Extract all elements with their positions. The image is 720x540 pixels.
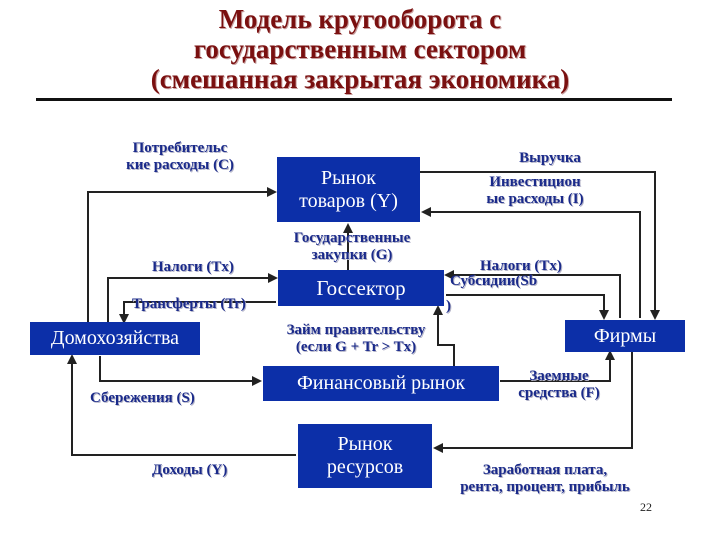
consumer-spending-label: Потребительс кие расходы (C)	[100, 140, 260, 174]
page-number: 22	[640, 500, 652, 514]
arrow-savings	[99, 356, 262, 386]
taxes-households-label: Налоги (Tx)	[152, 259, 234, 275]
arrow-taxes-households	[107, 273, 278, 325]
firms-label: Фирмы	[593, 324, 657, 347]
gov-purchases-line-2: закупки (G)	[311, 247, 393, 263]
gov-loan-label: Займ правительству (если G + Tr > Tx)	[258, 322, 454, 356]
gov-purchases-line-1: Государственные	[293, 230, 411, 246]
government-label: Госсектор	[316, 275, 406, 300]
savings-label: Сбережения (S)	[90, 390, 195, 406]
arrow-transfers	[119, 301, 276, 324]
arrow-taxes-firms	[444, 270, 621, 318]
taxes-firms-label: Налоги (Tx)	[480, 258, 562, 274]
page-title: Модель кругооборота с государственным се…	[0, 4, 720, 94]
resource-market-line-2: ресурсов	[326, 456, 404, 478]
title-line-3: (смешанная закрытая экономика)	[150, 64, 570, 94]
consumer-spending-line-2: кие расходы (C)	[126, 157, 234, 173]
gov-loan-line-2: (если G + Tr > Tx)	[295, 339, 417, 355]
households-label: Домохозяйства	[50, 327, 180, 349]
arrow-factor-payments	[433, 352, 633, 453]
incomes-label: Доходы (Y)	[152, 462, 228, 478]
subsidies-label: Субсидии(Sb	[450, 273, 538, 289]
borrowed-funds-label: Заемные средства (F)	[500, 368, 618, 402]
government-box: Госсектор	[278, 270, 444, 306]
arrow-revenue	[420, 171, 660, 320]
title-line-1: Модель кругооборота с	[218, 4, 502, 34]
title-divider	[36, 98, 672, 101]
goods-market-box: Рынок товаров (Y)	[277, 157, 420, 222]
financial-market-label: Финансовый рынок	[296, 372, 466, 394]
borrowed-funds-line-2: средства (F)	[518, 385, 600, 401]
financial-market-box: Финансовый рынок	[263, 366, 499, 401]
arrow-gov-loan	[433, 305, 455, 366]
arrow-subsidies	[446, 294, 609, 320]
arrow-consumer-spending	[87, 187, 277, 325]
title-line-2: государственным сектором	[193, 34, 527, 64]
consumer-spending-line-1: Потребительс	[132, 140, 228, 156]
arrow-borrowed-funds	[500, 350, 615, 382]
borrowed-funds-line-1: Заемные	[529, 368, 589, 384]
investment-line-1: Инвестицион	[489, 174, 581, 190]
factor-payments-label: Заработная плата, рента, процент, прибыл…	[430, 462, 660, 496]
revenue-text: Выручка	[519, 150, 581, 166]
subsidies-paren: )	[446, 298, 451, 314]
goods-market-line-1: Рынок	[321, 166, 376, 189]
arrow-incomes	[67, 354, 296, 456]
goods-market-line-2: товаров (Y)	[299, 189, 398, 212]
firms-box: Фирмы	[565, 320, 685, 352]
gov-purchases-label: Государственные закупки (G)	[262, 230, 442, 264]
factor-payments-line-1: Заработная плата,	[482, 462, 608, 478]
investment-line-2: ые расходы (I)	[486, 191, 584, 207]
resource-market-box: Рынок ресурсов	[298, 424, 432, 488]
revenue-label: Выручка	[480, 150, 620, 167]
transfers-label: Трансферты (Tr)	[132, 296, 246, 312]
investment-label: Инвестицион ые расходы (I)	[450, 174, 620, 208]
arrow-investment	[421, 207, 641, 318]
resource-market-line-1: Рынок	[337, 433, 393, 455]
households-box: Домохозяйства	[30, 322, 200, 355]
gov-loan-line-1: Займ правительству	[286, 322, 426, 338]
factor-payments-line-2: рента, процент, прибыль	[460, 479, 630, 495]
